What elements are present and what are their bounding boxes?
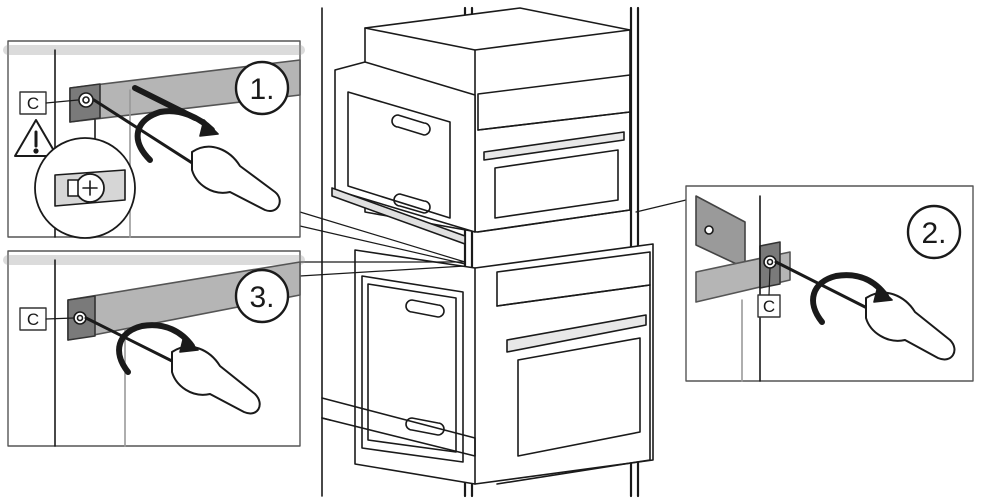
step2-screw-label: C — [763, 297, 775, 316]
labels: 1. 2. 3. C C C — [27, 73, 947, 329]
warning-triangle-icon — [14, 119, 58, 157]
step1-badge — [234, 60, 290, 116]
step3-badge — [234, 268, 290, 324]
step2-panel — [685, 185, 974, 382]
lower-oven — [321, 243, 654, 485]
step3-screw-label: C — [27, 310, 39, 329]
upper-oven — [331, 7, 631, 245]
step1-panel — [3, 40, 305, 239]
screw-detail-magnifier — [34, 137, 136, 239]
step1-label: 1. — [249, 73, 274, 106]
leader-lines — [299, 199, 687, 277]
step2-badge — [906, 204, 962, 260]
step1-screw-label: C — [27, 94, 39, 113]
step3-panel — [3, 250, 305, 447]
step2-label: 2. — [921, 217, 946, 250]
step3-label: 3. — [249, 281, 274, 314]
